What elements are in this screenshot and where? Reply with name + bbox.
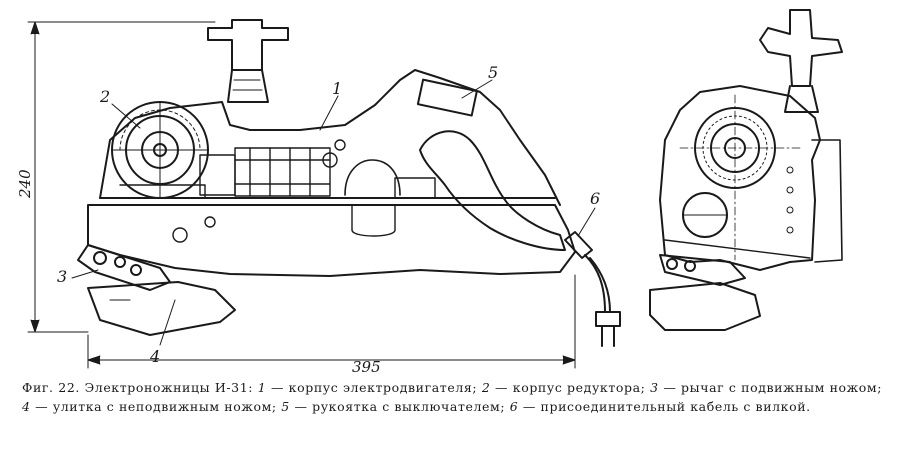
- handle-grip: [419, 130, 566, 251]
- dimension-height: [27, 21, 216, 333]
- label-part-4: 4: [149, 347, 160, 366]
- dimension-length: [87, 274, 576, 369]
- caption-figure: Фиг. 22.: [22, 380, 80, 395]
- caption-item-6-text: — присоединительный кабель с вилкой.: [522, 399, 811, 414]
- motor-internals: [99, 139, 556, 199]
- front-body: [659, 85, 821, 271]
- caption-item-3-text: — рычаг с подвижным ножом;: [663, 380, 883, 395]
- figure-caption: Фиг. 22. Электроножницы И-31: 1 — корпус…: [22, 378, 882, 416]
- side-view: [71, 19, 621, 347]
- cable-plug: [564, 231, 621, 347]
- motor-housing: [99, 69, 561, 206]
- caption-title: Электроножницы И-31:: [84, 380, 254, 395]
- caption-item-5-text: — рукоятка с выключателем;: [294, 399, 506, 414]
- caption-item-3-num: 3: [650, 380, 659, 395]
- front-view: [649, 9, 843, 331]
- label-part-2: 2: [99, 87, 110, 106]
- t-handle: [207, 19, 289, 103]
- caption-item-4-num: 4: [22, 399, 31, 414]
- caption-item-2-num: 2: [481, 380, 491, 395]
- label-part-3: 3: [57, 267, 67, 286]
- dimension-height-value: 240: [16, 169, 34, 199]
- caption-item-4-text: — улитка с неподвижным ножом;: [35, 399, 277, 414]
- base-body: [87, 204, 576, 277]
- caption-line-1: Фиг. 22. Электроножницы И-31: 1 — корпус…: [22, 378, 882, 416]
- technical-drawing: 1 2 3 4 5 6 240 395: [16, 9, 843, 372]
- dimension-length-value: 395: [352, 358, 381, 372]
- scroll-knife: [87, 281, 236, 336]
- label-part-1: 1: [332, 79, 342, 98]
- caption-item-5-num: 5: [281, 399, 290, 414]
- caption-item-1-num: 1: [257, 380, 267, 395]
- label-part-5: 5: [488, 63, 498, 82]
- label-part-6: 6: [590, 189, 600, 208]
- caption-item-2-text: — корпус редуктора;: [495, 380, 646, 395]
- switch-block: [416, 78, 478, 117]
- lever-knife: [77, 244, 171, 291]
- caption-item-1-text: — корпус электродвигателя;: [270, 380, 478, 395]
- caption-item-6-num: 6: [509, 399, 519, 414]
- leader-lines: [71, 79, 596, 346]
